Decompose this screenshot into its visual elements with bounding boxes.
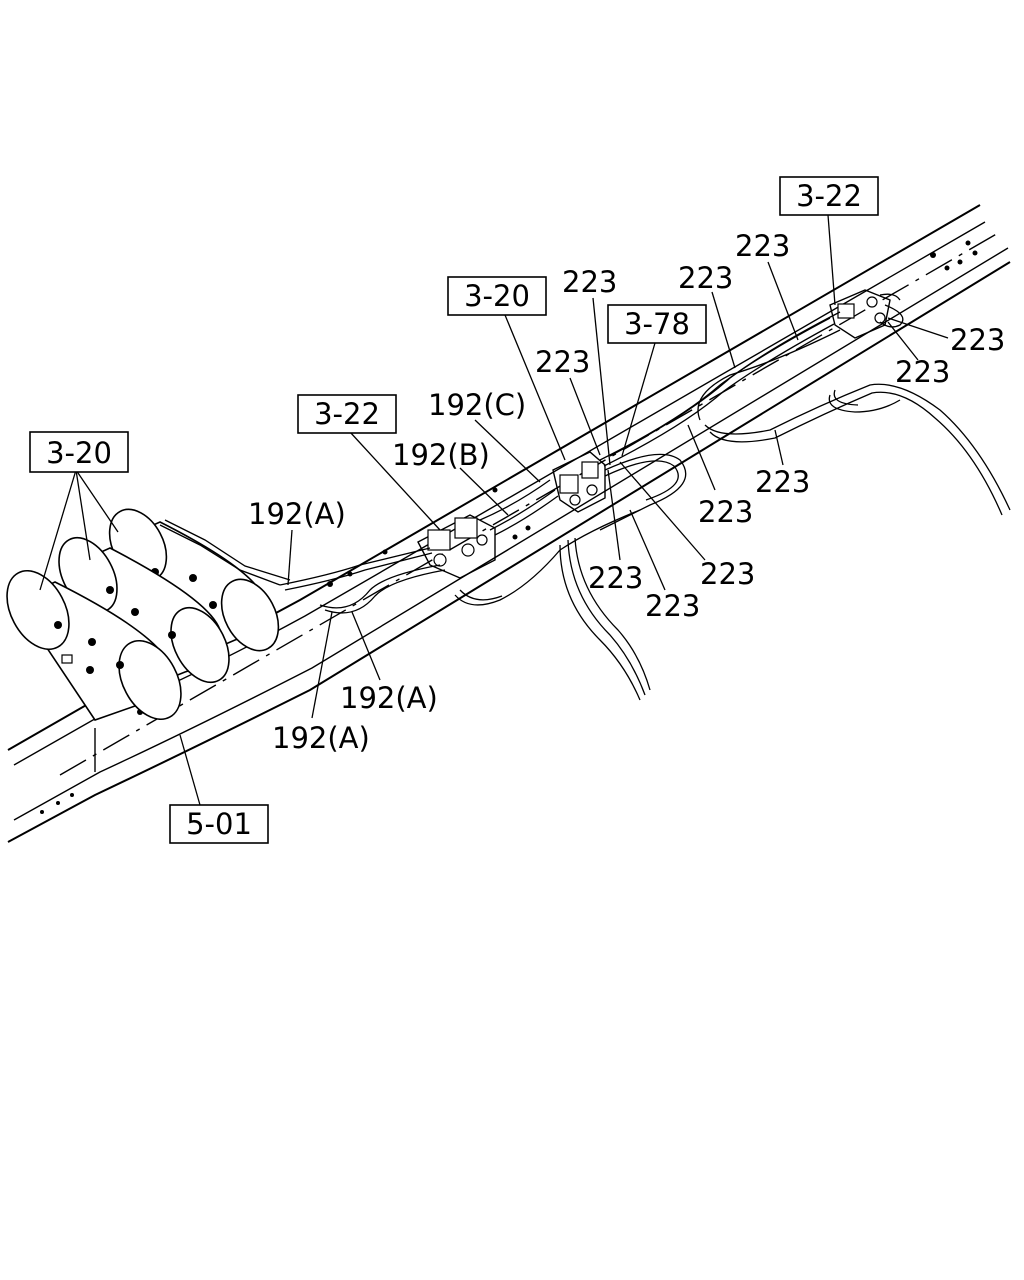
valve-assembly-center <box>552 451 606 513</box>
part-223: 223 <box>535 345 590 379</box>
air-tanks <box>6 508 291 721</box>
ref-3-20-mid-text: 3-20 <box>464 279 530 313</box>
part-192a-bottom: 192(A) <box>272 721 370 755</box>
air-tank-front <box>6 570 182 721</box>
ref-5-01: 5-01 <box>169 804 269 844</box>
ref-3-78: 3-78 <box>607 304 707 344</box>
part-192a-right: 192(A) <box>340 681 438 715</box>
valve-assembly-left <box>417 514 496 579</box>
ref-3-22-mid: 3-22 <box>297 394 397 434</box>
part-223: 223 <box>895 355 950 389</box>
part-223: 223 <box>950 323 1005 357</box>
part-223: 223 <box>588 561 643 595</box>
ref-5-01-text: 5-01 <box>186 807 252 841</box>
part-223: 223 <box>678 261 733 295</box>
part-223: 223 <box>562 265 617 299</box>
part-223: 223 <box>698 495 753 529</box>
part-223: 223 <box>645 589 700 623</box>
part-192c: 192(C) <box>428 388 526 422</box>
reference-labels: 3-20 3-22 3-20 3-78 3-22 5-01 <box>29 176 879 844</box>
part-labels: 192(A) 192(C) 192(B) 192(A) 192(A) 223 2… <box>248 229 1005 755</box>
part-223: 223 <box>735 229 790 263</box>
ref-3-20-left: 3-20 <box>29 431 129 473</box>
part-223: 223 <box>755 465 810 499</box>
part-192a-top: 192(A) <box>248 497 346 531</box>
part-192b: 192(B) <box>392 438 490 472</box>
ref-3-22-mid-text: 3-22 <box>314 397 380 431</box>
air-pipes <box>279 293 1011 701</box>
leader-lines <box>39 214 949 806</box>
ref-3-78-text: 3-78 <box>624 307 690 341</box>
ref-3-20-left-text: 3-20 <box>46 436 112 470</box>
ref-3-20-mid: 3-20 <box>447 276 547 316</box>
ref-3-22-right-text: 3-22 <box>796 179 862 213</box>
part-223: 223 <box>700 557 755 591</box>
ref-3-22-right: 3-22 <box>779 176 879 216</box>
